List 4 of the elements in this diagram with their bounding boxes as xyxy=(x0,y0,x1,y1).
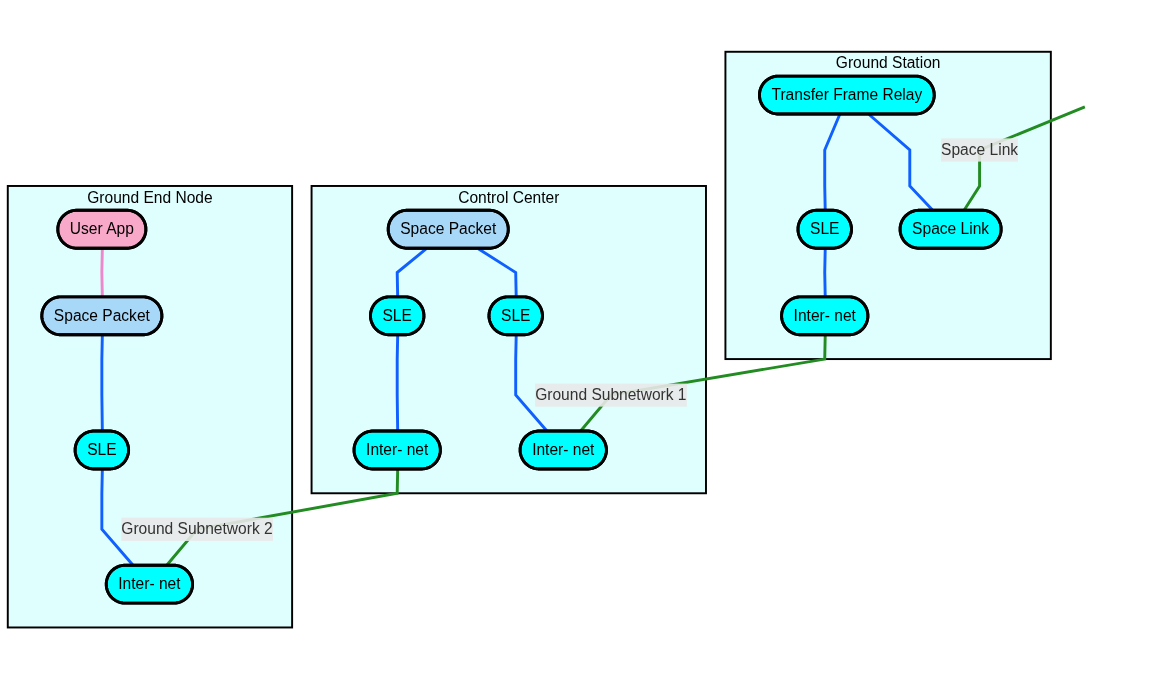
edge-label: Ground Subnetwork 1 xyxy=(535,386,687,403)
edge-label: Space Link xyxy=(941,141,1019,158)
edge-label: Ground Subnetwork 2 xyxy=(121,520,273,537)
connector xyxy=(823,113,842,211)
